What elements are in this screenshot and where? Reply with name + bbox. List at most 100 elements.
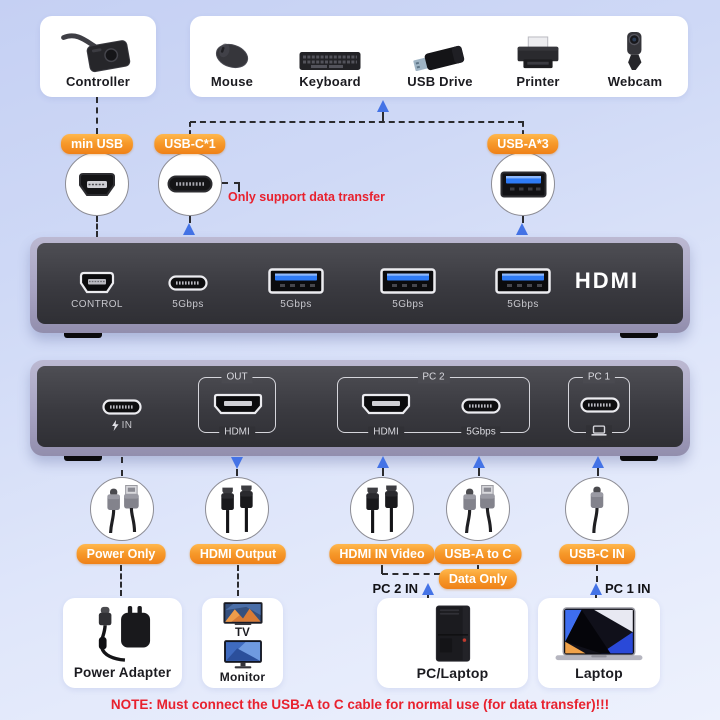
front-panel-face	[37, 243, 683, 324]
dash-power-to-adapter	[120, 565, 122, 596]
arrow-down-hdmi-output	[231, 457, 243, 469]
power-adapter-icon	[98, 605, 150, 662]
usb-c-in-cable-circle	[565, 477, 629, 541]
mini-usb-connector-circle	[65, 152, 129, 216]
laptop-icon	[555, 607, 643, 661]
back-panel-foot-right	[620, 456, 658, 461]
switch-back-panel: IN OUT HDMI PC 2 HDMI 5Gbps PC 1	[30, 360, 690, 461]
mini-usb-port	[79, 271, 115, 294]
pc1-group: PC 1	[568, 371, 630, 441]
arrow-up-usb-c	[183, 223, 195, 235]
mouse-icon	[215, 43, 249, 69]
tag-usb-a: USB-A*3	[487, 134, 559, 154]
out-group-port-label: HDMI	[219, 426, 255, 439]
back-panel-foot-left	[64, 456, 102, 461]
tag-power-only: Power Only	[76, 544, 166, 564]
dash-controller-to-mini-usb	[96, 97, 98, 134]
usb-c-in-cable-icon	[589, 485, 605, 533]
dash-to-usb-a-tag	[522, 122, 524, 135]
arrow-up-to-devices-box	[377, 100, 389, 112]
power-cable-circle	[90, 477, 154, 541]
pc2-group-title: PC 2	[417, 371, 450, 384]
dash-pc1-in	[595, 595, 597, 599]
dash-to-usb-c-tag	[189, 122, 191, 135]
switch-front-panel: CONTROL 5Gbps 5Gbps 5Gbps 5Gbps HDMI	[30, 237, 690, 338]
device-label: Printer	[516, 74, 560, 89]
arrow-up-pc1-in	[590, 583, 602, 595]
power-usb-c-port	[102, 399, 142, 415]
usb-a-to-c-cable-icon	[461, 485, 497, 533]
tv-label: TV	[234, 626, 251, 639]
dash-hdmi-in-down	[381, 565, 383, 574]
usb-a-connector-circle	[491, 152, 555, 216]
dash-note-branch-h	[222, 182, 240, 184]
dash-power-column	[121, 457, 123, 476]
tv-icon	[222, 602, 263, 626]
lightning-bolt-icon	[112, 420, 119, 431]
control-port-label: CONTROL	[71, 299, 123, 310]
usb-c-connector-circle	[158, 152, 222, 216]
device-label: Keyboard	[299, 74, 361, 89]
power-adapter-box: Power Adapter	[63, 598, 182, 688]
pc1-laptop-tag	[586, 425, 612, 441]
laptop-box: Laptop	[538, 598, 660, 688]
hdmi-in-cable-icon	[364, 485, 400, 533]
dash-hdmi-in-column	[382, 468, 384, 476]
dash-usb-c-to-panel	[189, 216, 191, 223]
front-panel-foot-right	[620, 333, 658, 338]
tag-usb-a-to-c: USB-A to C	[434, 544, 522, 564]
dash-usb-a-to-panel	[522, 216, 524, 223]
usb-a2-speed-label: 5Gbps	[392, 299, 424, 310]
usb-c-speed-label: 5Gbps	[172, 299, 204, 310]
usb-a-port-3	[495, 268, 551, 294]
usb-c-connector-icon	[167, 175, 213, 193]
laptop-label: Laptop	[575, 665, 623, 681]
arrow-up-usb-a	[516, 223, 528, 235]
device-label: Mouse	[210, 74, 254, 89]
dash-hdmi-in-to-data-only	[382, 573, 440, 575]
front-panel-foot-left	[64, 333, 102, 338]
pc1-group-title: PC 1	[582, 371, 616, 384]
device-item-mouse: Mouse	[210, 16, 254, 97]
mini-usb-connector-icon	[79, 172, 115, 196]
dash-hdmi-to-monitor	[237, 565, 239, 596]
webcam-icon	[627, 31, 642, 71]
controller-box: Controller	[40, 16, 156, 97]
dash-usb-a-to-c-column	[478, 468, 480, 476]
usb-c-port	[168, 275, 208, 291]
pc2-hdmi-label: HDMI	[368, 426, 404, 439]
usb-a-port-2	[380, 268, 436, 294]
arrow-up-usb-a-to-c	[473, 456, 485, 468]
tag-hdmi-output: HDMI Output	[189, 544, 287, 564]
usb-a-connector-icon	[500, 171, 546, 197]
device-item-usb-drive: USB Drive	[407, 16, 472, 97]
pc2-hdmi-port	[361, 393, 411, 415]
power-adapter-label: Power Adapter	[73, 665, 172, 680]
devices-box: Mouse Keyboard USB Drive Printer Webcam	[190, 16, 688, 97]
pc2-in-label: PC 2 IN	[372, 581, 418, 596]
power-in-label: IN	[121, 420, 133, 431]
dash-devices-branch	[382, 112, 384, 122]
pc2-group: PC 2 HDMI 5Gbps	[337, 371, 530, 439]
device-item-printer: Printer	[515, 16, 561, 97]
monitor-icon	[223, 640, 262, 669]
dash-hdmi-output-column	[236, 469, 238, 476]
dash-usb-c-in-column	[597, 468, 599, 476]
tag-usb-c-in: USB-C IN	[559, 544, 635, 564]
device-item-webcam: Webcam	[608, 16, 662, 97]
hdmi-output-cable-icon	[219, 485, 255, 533]
device-label: Webcam	[607, 74, 663, 89]
pc-box: PC/Laptop	[377, 598, 528, 688]
dash-usb-c-in-down	[596, 565, 598, 582]
tv-monitor-box: TV Monitor	[202, 598, 283, 688]
usb-c-note: Only support data transfer	[228, 190, 385, 204]
device-label: USB Drive	[407, 74, 473, 89]
controller-icon	[61, 33, 131, 73]
hdmi-out-group: OUT HDMI	[198, 371, 276, 439]
power-in-label-group: IN	[112, 420, 133, 431]
usb-a-port-1	[268, 268, 324, 294]
hdmi-out-port	[213, 393, 263, 415]
printer-icon	[517, 36, 559, 69]
pc-tower-icon	[435, 605, 470, 662]
